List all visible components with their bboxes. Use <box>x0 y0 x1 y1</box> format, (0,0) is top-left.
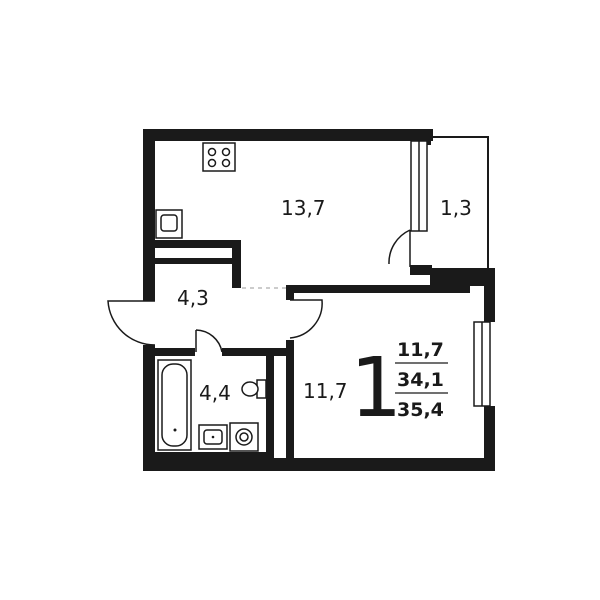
washbasin-icon <box>198 424 228 450</box>
wall-living-left-lower <box>286 340 294 470</box>
kitchen-area-label: 13,7 <box>281 196 326 220</box>
area-with-balcony: 35,4 <box>397 399 444 421</box>
walls <box>143 129 495 471</box>
wall-bottom <box>143 458 495 471</box>
rooms-count: 1 <box>350 341 402 436</box>
wall-left-lower <box>143 345 155 471</box>
wall-top <box>143 129 433 141</box>
balcony-window <box>410 140 428 232</box>
wall-right-living-lower <box>484 406 495 471</box>
hall-area-label: 4,3 <box>177 286 209 310</box>
balcony-area-label: 1,3 <box>440 196 472 220</box>
living-door-swing <box>289 299 323 339</box>
wall-left-upper <box>143 129 155 301</box>
bathroom-door-swing <box>195 329 223 353</box>
bathroom-area-label: 4,4 <box>199 381 231 405</box>
wall-kitchen-balcony-bottom <box>410 265 432 275</box>
balcony-door-swing <box>388 229 411 267</box>
wall-hall-kitchen-2 <box>155 258 241 264</box>
wall-bath-right <box>266 348 274 458</box>
balcony-outline <box>431 136 489 270</box>
living-window <box>473 321 491 407</box>
toilet-icon <box>241 379 267 399</box>
washing-machine-icon <box>229 422 259 452</box>
wall-kitchen-balcony-top <box>420 129 431 145</box>
wall-bath-inner <box>155 452 268 458</box>
total-area: 34,1 <box>397 369 444 391</box>
stove-icon <box>202 142 236 172</box>
wall-bath-top <box>155 348 195 356</box>
wall-kitchen-living <box>286 285 470 293</box>
wall-living-left <box>286 285 294 300</box>
wall-hall-kitchen-post <box>232 240 241 288</box>
bathtub-icon <box>157 359 192 451</box>
wall-hall-kitchen <box>155 240 241 248</box>
living-area-label: 11,7 <box>303 379 348 403</box>
entrance-door-swing <box>107 300 156 346</box>
wall-right-living <box>484 270 495 322</box>
wall-bath-top-right <box>222 348 292 356</box>
sink-icon <box>155 209 183 239</box>
wall-balcony-corner <box>430 268 495 286</box>
living-area-total: 11,7 <box>397 339 444 361</box>
